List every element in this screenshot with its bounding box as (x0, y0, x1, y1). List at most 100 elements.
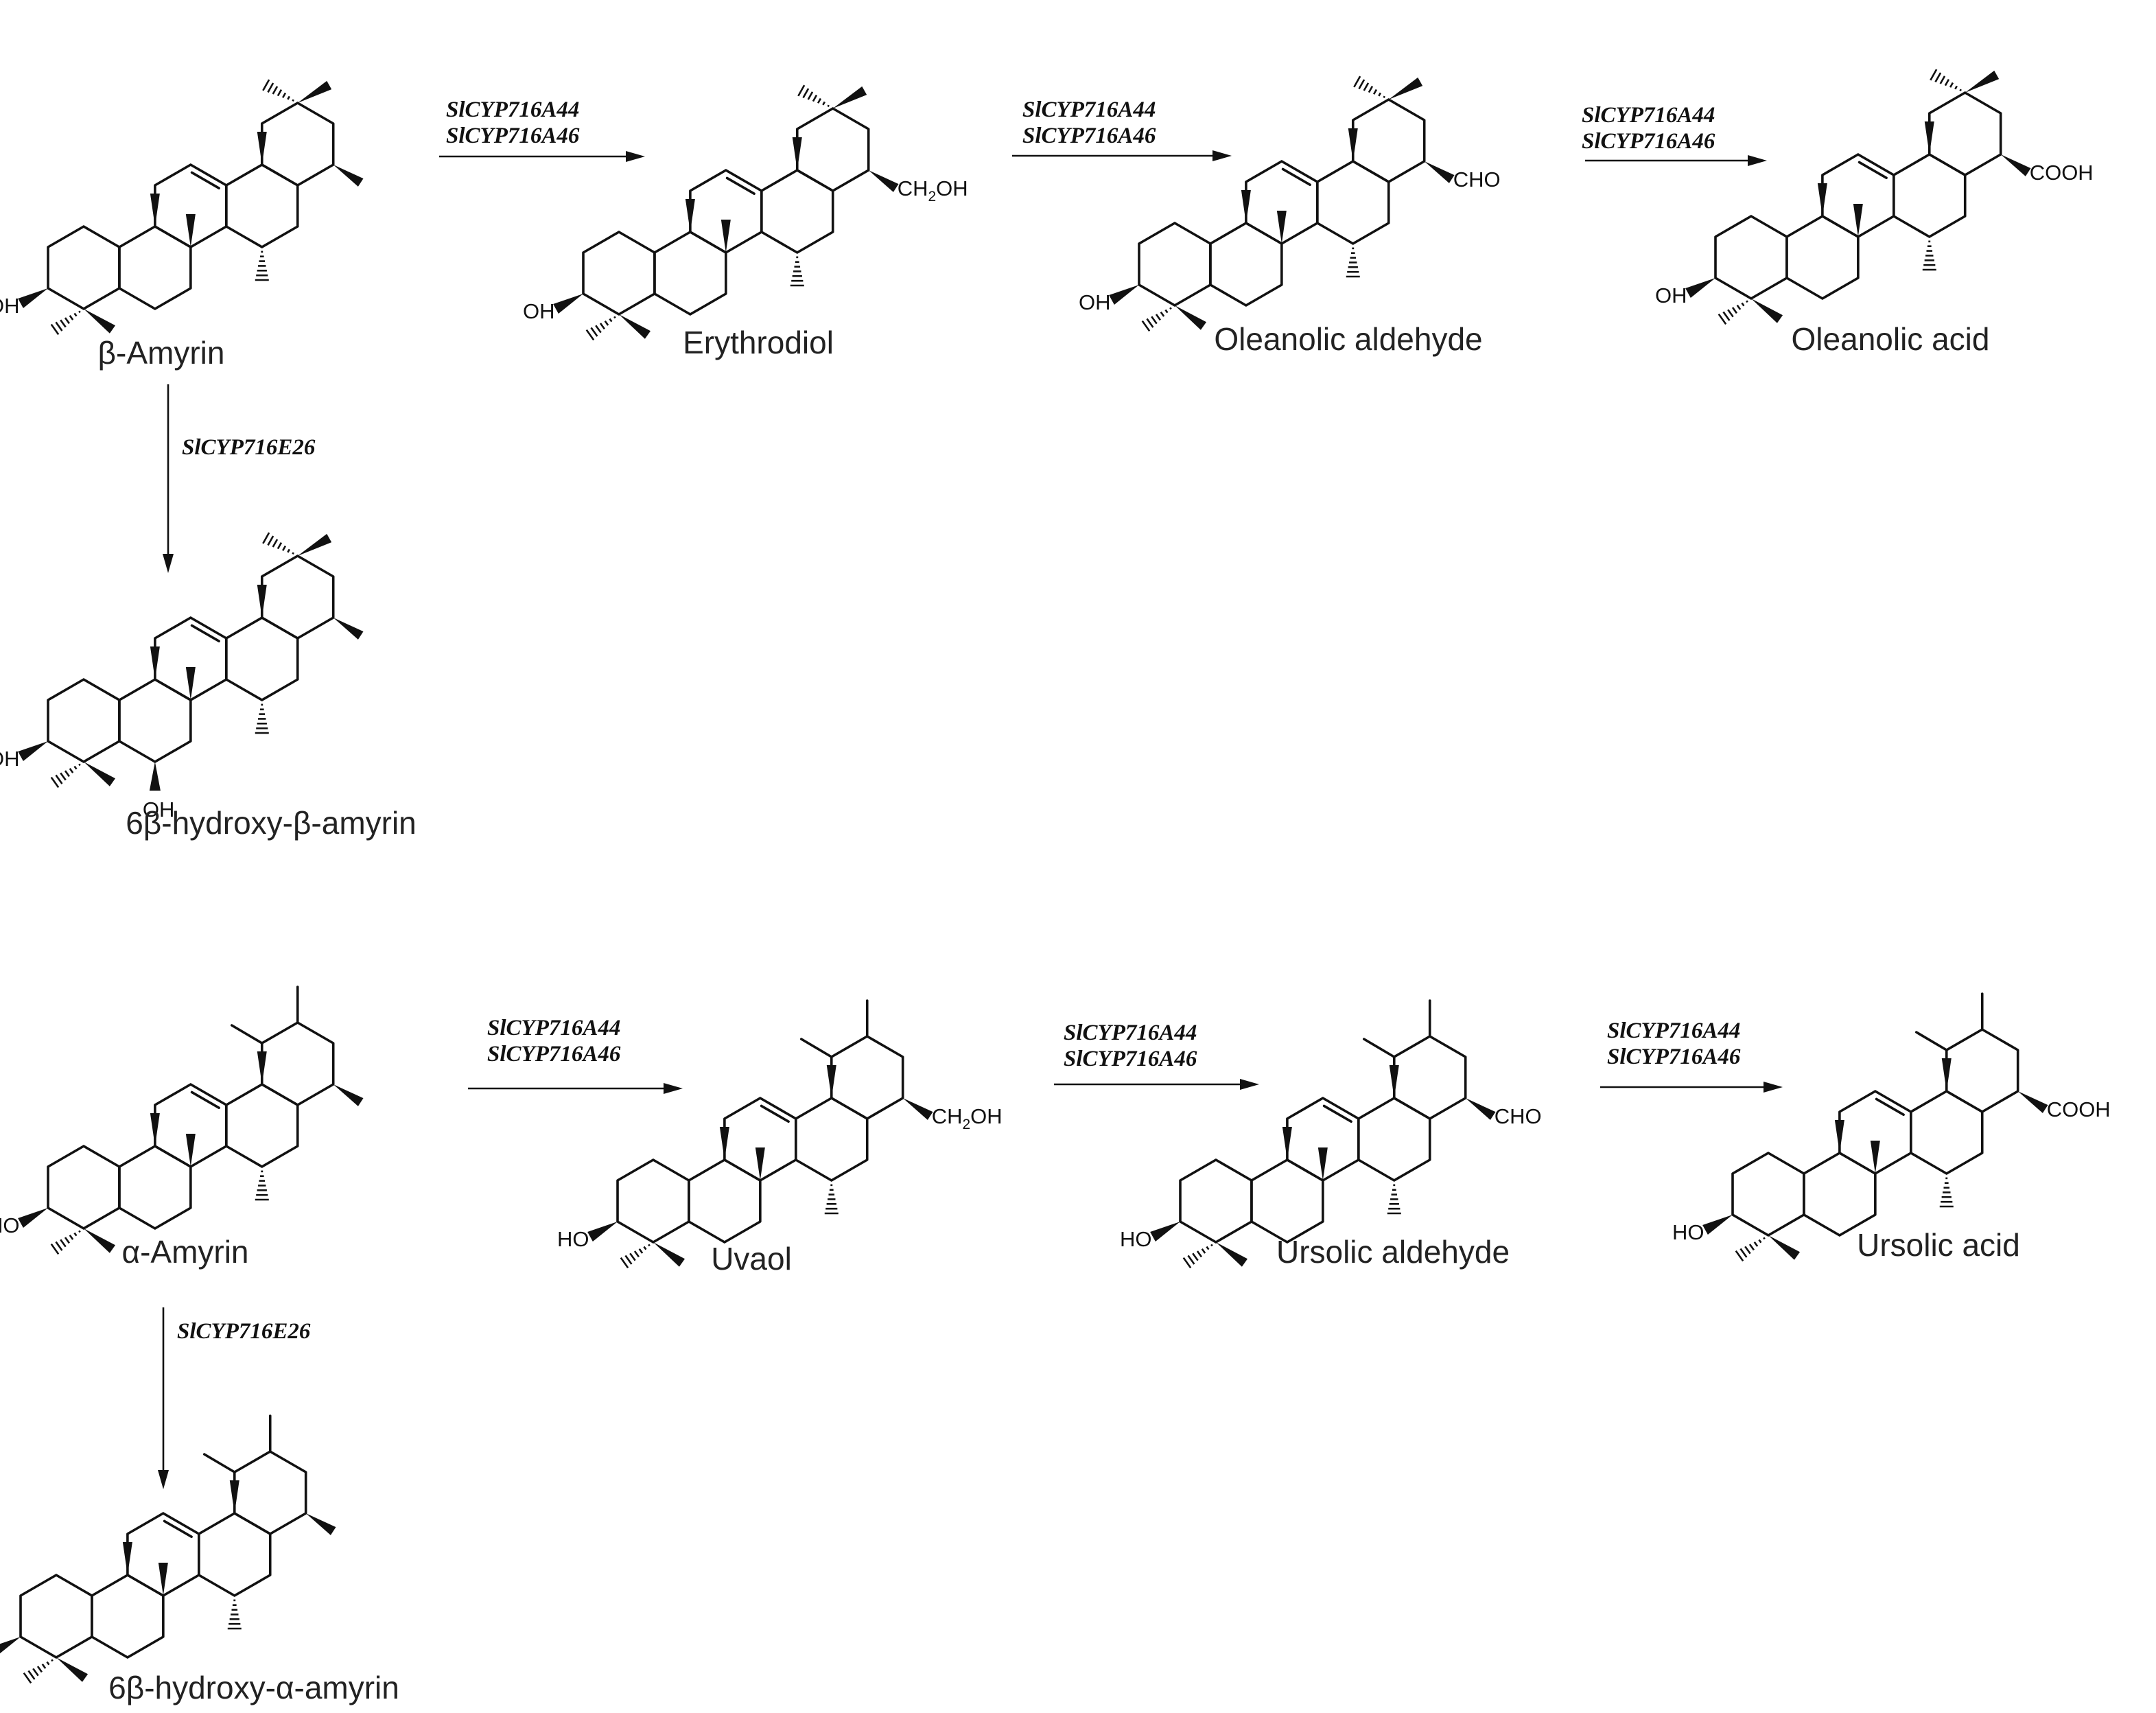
ring-E (830, 1035, 904, 1120)
ring-B (1250, 1158, 1324, 1244)
reaction-arrow-4 (163, 384, 174, 573)
ring-B (1209, 222, 1283, 307)
reaction-arrow-5 (468, 1083, 683, 1094)
reaction-arrow-6 (1054, 1079, 1259, 1090)
structure-hydroxy-beta-amyrin: OH OH (0, 532, 364, 821)
structure-beta-amyrin: OH (0, 79, 364, 336)
hydroxyl-label: OH (1079, 290, 1111, 314)
ring-B (688, 1158, 762, 1244)
c28-group-label: CH2OH (932, 1104, 1003, 1132)
enzyme-label: SlCYP716A44 (446, 97, 579, 122)
ring-D (225, 163, 299, 248)
ring-D (1357, 1097, 1431, 1182)
enzyme-label: SlCYP716A44 (1064, 1021, 1197, 1045)
ring-E (260, 1021, 335, 1106)
enzyme-label: SlCYP716A46 (487, 1042, 621, 1067)
ring-D (1316, 160, 1390, 245)
hydroxyl-label: HO (1672, 1220, 1704, 1244)
ring-E (795, 107, 870, 192)
ring-D (225, 1083, 299, 1168)
reaction-arrow-3 (1585, 155, 1767, 166)
compound-name-uvaol: Uvaol (711, 1241, 792, 1277)
ring-E (233, 1450, 307, 1535)
ring-B (91, 1574, 165, 1659)
structure-alpha-amyrin: HO (0, 986, 364, 1255)
reaction-arrow-1 (439, 151, 645, 162)
ring-E (1945, 1028, 2019, 1113)
c28-group-label: COOH (2047, 1097, 2111, 1121)
hydroxyl-label: HO (0, 1213, 20, 1237)
ring-A (582, 231, 656, 316)
ring-A (1138, 222, 1212, 307)
compound-name-erythrodiol: Erythrodiol (683, 325, 834, 360)
compound-name-beta-amyrin: β-Amyrin (98, 335, 225, 371)
reaction-arrow-2 (1012, 150, 1232, 161)
hydroxyl-label: OH (1655, 283, 1687, 307)
enzyme-label: SlCYP716A46 (1607, 1045, 1741, 1069)
structure-oleanolic-aldehyde: CHO OH (1079, 75, 1501, 332)
compound-name-ursolic-acid: Ursolic acid (1857, 1227, 2020, 1263)
c28-group-label: CH2OH (898, 176, 968, 205)
ring-A (47, 225, 121, 310)
hydroxyl-6-label: OH (143, 797, 175, 821)
enzyme-label: SlCYP716A46 (1064, 1047, 1197, 1071)
ring-E (260, 555, 335, 640)
hydroxyl-label: OH (523, 299, 555, 323)
c28-group-label: CHO (1495, 1104, 1542, 1128)
arrows-layer (158, 150, 1783, 1489)
labels-layer: β-Amyrin Erythrodiol Oleanolic aldehyde Ole… (98, 97, 2020, 1705)
ring-D (1910, 1090, 1984, 1175)
ring-D (760, 169, 834, 254)
ring-D (198, 1512, 272, 1597)
structure-oleanolic-acid: COOH OH (1655, 69, 2094, 325)
structures-layer: OHCH2OHOHCHOOHCOOHOHOHOHHOCH2OHHOCHOHOCO… (0, 69, 2111, 1684)
enzyme-label: SlCYP716A44 (1582, 103, 1715, 128)
ring-D (795, 1097, 869, 1182)
compound-name-hydroxy-beta-amyrin: 6β-hydroxy-β-amyrin (126, 805, 417, 841)
enzyme-label: SlCYP716E26 (182, 435, 316, 460)
ring-B (118, 225, 192, 310)
compound-name-hydroxy-alpha-amyrin: 6β-hydroxy-α-amyrin (108, 1670, 399, 1705)
enzyme-label: SlCYP716E26 (177, 1319, 311, 1344)
reaction-arrow-8 (158, 1307, 169, 1489)
reaction-arrow-7 (1600, 1082, 1783, 1093)
compound-name-oleanolic-acid: Oleanolic acid (1792, 321, 1990, 357)
hydroxyl-label: OH (0, 294, 20, 318)
ring-A (47, 678, 121, 763)
ring-A (1179, 1158, 1253, 1244)
compound-name-alpha-amyrin: α-Amyrin (121, 1234, 248, 1270)
ring-A (19, 1574, 93, 1659)
ring-D (225, 616, 299, 701)
enzyme-label: SlCYP716A46 (1582, 129, 1715, 154)
structure-ursolic-acid: COOH HO (1672, 992, 2111, 1262)
structure-erythrodiol: CH2OH OH (523, 84, 968, 341)
compound-name-ursolic-aldehyde: Ursolic aldehyde (1276, 1234, 1510, 1270)
ring-E (260, 102, 335, 187)
enzyme-label: SlCYP716A44 (1607, 1018, 1740, 1043)
enzyme-label: SlCYP716A46 (446, 124, 580, 148)
c28-group-label: CHO (1453, 167, 1501, 191)
hydroxyl-label: OH (0, 747, 20, 771)
hydroxyl-label: HO (1120, 1227, 1152, 1251)
ring-B (653, 231, 727, 316)
enzyme-label: SlCYP716A44 (1022, 97, 1156, 122)
ring-E (1392, 1035, 1467, 1120)
ring-A (1714, 215, 1788, 300)
ring-A (616, 1158, 690, 1244)
compound-name-oleanolic-aldehyde: Oleanolic aldehyde (1214, 321, 1482, 357)
ring-E (1927, 91, 2002, 176)
hydroxyl-label: HO (557, 1227, 589, 1251)
structure-hydroxy-alpha-amyrin: HO (0, 1414, 336, 1684)
structure-uvaol: CH2OH HO (557, 999, 1003, 1269)
ring-B (118, 678, 192, 763)
c28-group-label: COOH (2030, 161, 2094, 185)
ring-B (1803, 1152, 1877, 1237)
ring-B (118, 1145, 192, 1230)
ring-A (1731, 1152, 1805, 1237)
structure-ursolic-aldehyde: CHO HO (1120, 999, 1542, 1269)
enzyme-label: SlCYP716A46 (1022, 124, 1156, 148)
enzyme-label: SlCYP716A44 (487, 1016, 620, 1040)
ring-D (1893, 153, 1967, 238)
ring-E (1351, 98, 1426, 183)
